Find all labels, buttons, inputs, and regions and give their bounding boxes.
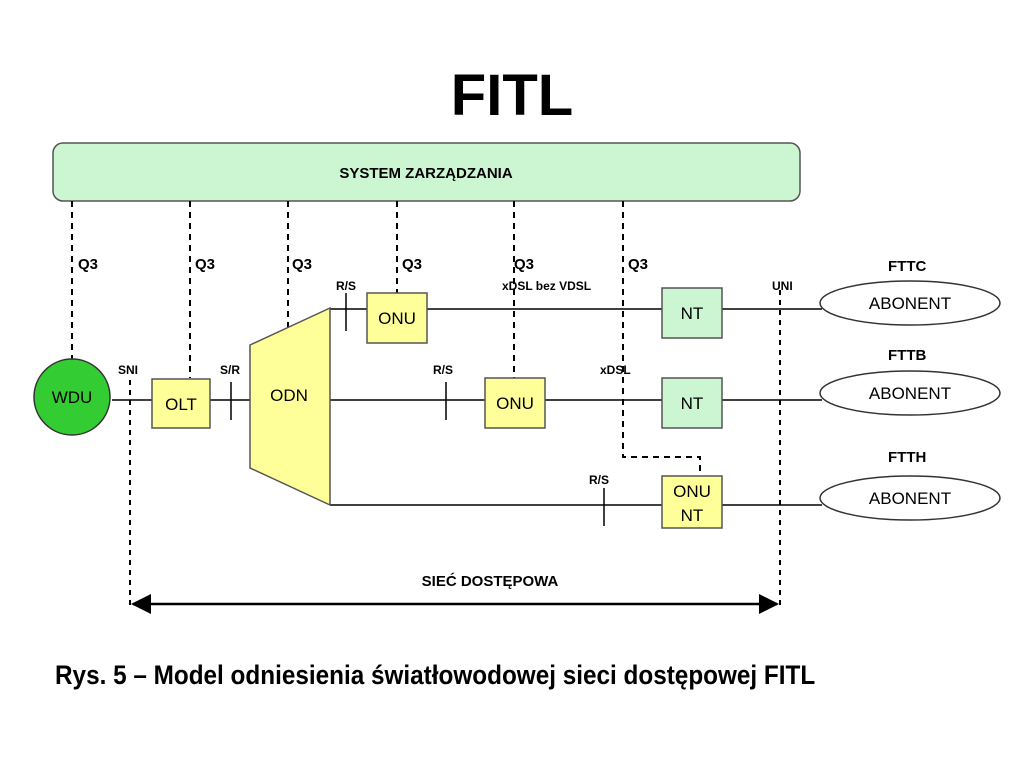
- onu-nt-label-onu: ONU: [673, 482, 711, 501]
- sr-label: S/R: [220, 363, 240, 377]
- nt-box-fttb: [661, 377, 723, 429]
- abonent-label-fttc: ABONENT: [869, 294, 951, 313]
- connection-lines: [112, 308, 822, 506]
- xdsl-bez-vdsl-label: xDSL bez VDSL: [502, 279, 591, 293]
- rs-label-top: R/S: [336, 279, 356, 293]
- q3-label-1: Q3: [78, 256, 98, 273]
- wdu-node: [33, 358, 111, 436]
- odn-node: [249, 306, 331, 507]
- rs-label-bottom: R/S: [589, 473, 609, 487]
- fttb-label: FTTB: [888, 347, 926, 364]
- page-title: FITL: [450, 63, 574, 128]
- xdsl-label: xDSL: [600, 363, 631, 377]
- abonent-label-ftth: ABONENT: [869, 489, 951, 508]
- management-system-box: [52, 142, 801, 202]
- odn-label: ODN: [270, 386, 308, 405]
- abonent-ftth: [819, 475, 1001, 521]
- nt-label-fttc: NT: [681, 304, 704, 323]
- abonent-fttb: [819, 370, 1001, 416]
- reference-ticks: [230, 293, 605, 526]
- rs-label-mid: R/S: [433, 363, 453, 377]
- fttc-label: FTTC: [888, 258, 926, 275]
- wdu-label: WDU: [52, 388, 93, 407]
- abonent-label-fttb: ABONENT: [869, 384, 951, 403]
- onu-label-fttb: ONU: [496, 394, 534, 413]
- q3-label-6: Q3: [628, 256, 648, 273]
- onu-box-fttb: [484, 377, 546, 429]
- q3-label-4: Q3: [402, 256, 422, 273]
- figure-caption: Rys. 5 – Model odniesienia światłowodowe…: [55, 660, 816, 690]
- nt-box-fttc: [661, 287, 723, 339]
- olt-label: OLT: [165, 395, 197, 414]
- q3-lines: [71, 201, 701, 476]
- sni-label: SNI: [118, 363, 138, 377]
- onu-label-fttc: ONU: [378, 309, 416, 328]
- boundary-lines: [129, 290, 781, 605]
- q3-label-5: Q3: [514, 256, 534, 273]
- q3-label-3: Q3: [292, 256, 312, 273]
- ftth-label: FTTH: [888, 449, 926, 466]
- q3-label-2: Q3: [195, 256, 215, 273]
- management-system-label: SYSTEM ZARZĄDZANIA: [339, 165, 512, 182]
- access-network-label: SIEĆ DOSTĘPOWA: [422, 572, 559, 590]
- uni-label: UNI: [772, 279, 793, 293]
- onu-nt-box-ftth: [661, 475, 723, 529]
- abonent-fttc: [819, 280, 1001, 326]
- onu-box-fttc: [366, 292, 428, 344]
- olt-box: [151, 378, 211, 429]
- nt-label-fttb: NT: [681, 394, 704, 413]
- onu-nt-label-nt: NT: [681, 506, 704, 525]
